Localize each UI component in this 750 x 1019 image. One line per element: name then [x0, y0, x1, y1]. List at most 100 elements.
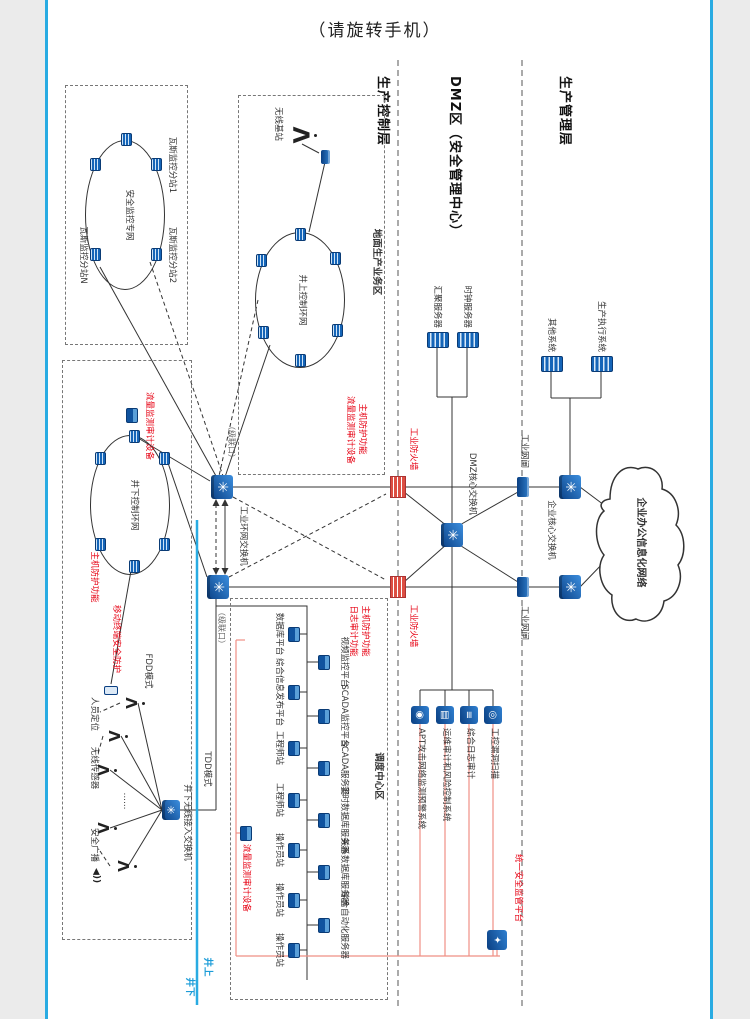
ring-node [295, 354, 306, 367]
dmz-core-switch-icon [441, 523, 463, 547]
operator-station-icon [288, 843, 300, 858]
gas-station1-label: 瓦斯监控分站1 [167, 136, 177, 194]
mes-server-label: 生产执行系统 [596, 300, 606, 352]
ring-node [256, 254, 267, 267]
ring-node [159, 538, 170, 551]
wireless-base-label: 无线基站 [273, 106, 283, 141]
aggregation-server-icon [427, 332, 449, 348]
ring-node [95, 452, 106, 465]
log-audit-label: 综合日志审计 [465, 728, 475, 780]
flow-audit-device-icon [126, 408, 138, 423]
database-platform-icon [288, 627, 300, 642]
rtdb-server-icon [318, 813, 330, 828]
cloud-icon [595, 466, 685, 622]
ring-node [159, 452, 170, 465]
gas-station2-label: 瓦斯监控分站2 [167, 226, 177, 284]
wireless-sensor-label: 无线传感器 [89, 746, 99, 790]
industrial-gatekeeper-up-icon [517, 477, 529, 497]
apt-monitor-icon [411, 706, 429, 724]
gatekeeper-down-label: 工业网闸 [519, 605, 529, 640]
ops-audit-label: 运维审计和风险控制系统 [441, 728, 451, 822]
vuln-scan-label: 工控漏洞扫描 [489, 728, 499, 780]
base-station-antenna-icon [284, 124, 314, 146]
dispatch-flow-audit-label: 流量监测审计设备 [241, 844, 251, 913]
log-audit-icon [460, 706, 478, 724]
automation-server-icon [318, 918, 330, 933]
enterprise-core-switch-label: 企业核心交换机 [546, 500, 556, 560]
apt-monitor-label: APT攻击网络监测预警系统 [416, 728, 426, 830]
gatekeeper-up-label: 工业网闸 [519, 433, 529, 468]
mobile-terminal-icon [104, 686, 118, 695]
cascade-port1-label: （级联口） [227, 422, 236, 462]
industrial-firewall-down-icon [390, 576, 406, 598]
operator-station-icon [288, 893, 300, 908]
aggregation-server-label: 汇聚服务器 [432, 285, 442, 328]
mes-server-icon [591, 356, 613, 372]
ground-zone-title: 地面生产业务区 [371, 228, 382, 296]
engineer-station-icon [288, 793, 300, 808]
industrial-ring-switch1-icon [211, 475, 233, 499]
industrial-firewall-up-icon [390, 476, 406, 498]
safety-broadcast-label: 安全广播 [89, 827, 99, 862]
dmz-core-switch-label: DMZ核心交换机 [467, 452, 477, 516]
clock-server-icon [457, 332, 479, 348]
rotate-phone-hint: （请旋转手机） [308, 21, 442, 41]
ring-node [121, 133, 132, 146]
vuln-scan-icon [484, 706, 502, 724]
personnel-location-label: 人员定位 [89, 696, 99, 731]
unified-security-platform-label: 统一安全监管平台 [513, 853, 523, 922]
ring-node [129, 430, 140, 443]
dispatch-flow-audit-icon [240, 826, 252, 841]
ring-node [295, 228, 306, 241]
page-border-right [710, 0, 713, 1019]
gas-stationN-label: 瓦斯监控分站N [78, 226, 88, 284]
underground-flow-audit-label: 流量监测审计设备 [144, 391, 154, 460]
security-net-title: 安全监控专网 [124, 189, 134, 241]
layer-header-dmz: DMZ区（安全管理中心） [447, 76, 462, 239]
other-system-label: 其他系统 [546, 317, 556, 352]
page-border-left [45, 0, 48, 1019]
industrial-ring-switch-label: 工业环网交换机 [238, 506, 248, 566]
ring-node [151, 248, 162, 261]
antenna-icon [103, 728, 125, 744]
enterprise-core-switch2-icon [559, 575, 581, 599]
dispatch-title: 调度中心区 [373, 752, 384, 800]
layer-header-management: 生产管理层 [557, 76, 572, 147]
clock-server-label: 时钟服务器 [462, 285, 472, 328]
scada-platform-icon [318, 709, 330, 724]
ring-node [258, 326, 269, 339]
rdb-server-icon [318, 865, 330, 880]
ring-node [332, 324, 343, 337]
operator-station-label: 操作员站 [274, 932, 284, 967]
engineer-station-icon [288, 741, 300, 756]
mine-underground-label: 井下 [184, 977, 195, 997]
firewall-down-label: 工业防火墙 [408, 604, 418, 648]
ring-node [330, 252, 341, 265]
ring-node [151, 158, 162, 171]
tdd-mode-label: TDD模式 [202, 751, 212, 787]
operator-station-icon [288, 943, 300, 958]
underground-ring-label: 井下控制环网 [129, 479, 139, 531]
fdd-mode-label: FDD模式 [143, 653, 153, 689]
surface-ring-label: 井上控制环网 [297, 274, 307, 326]
enterprise-core-switch-icon [559, 475, 581, 499]
industrial-ring-switch2-icon [207, 575, 229, 599]
ring-node [90, 158, 101, 171]
automation-server-label: 综合自动化服务器 [339, 890, 349, 959]
industrial-gatekeeper-down-icon [517, 577, 529, 597]
mobile-protect-label: 移动终端安全防护 [111, 604, 121, 673]
ops-audit-icon [436, 706, 454, 724]
unified-security-platform-icon [487, 930, 507, 950]
speaker-icon [91, 868, 101, 883]
ground-flow-audit-label: 流量监测审计设备 [345, 395, 355, 464]
underground-access-switch-label: 井下无线接入交换机 [182, 784, 192, 861]
other-system-server-icon [541, 356, 563, 372]
cloud-label: 企业办公信息化网络 [635, 497, 647, 588]
info-publish-icon [288, 685, 300, 700]
ground-host-protect-label: 主机防护功能 [357, 403, 367, 455]
video-platform-icon [318, 655, 330, 670]
ring-node [129, 560, 140, 573]
underground-host-protect-label: 主机防护功能 [89, 551, 99, 603]
ring-node [90, 248, 101, 261]
